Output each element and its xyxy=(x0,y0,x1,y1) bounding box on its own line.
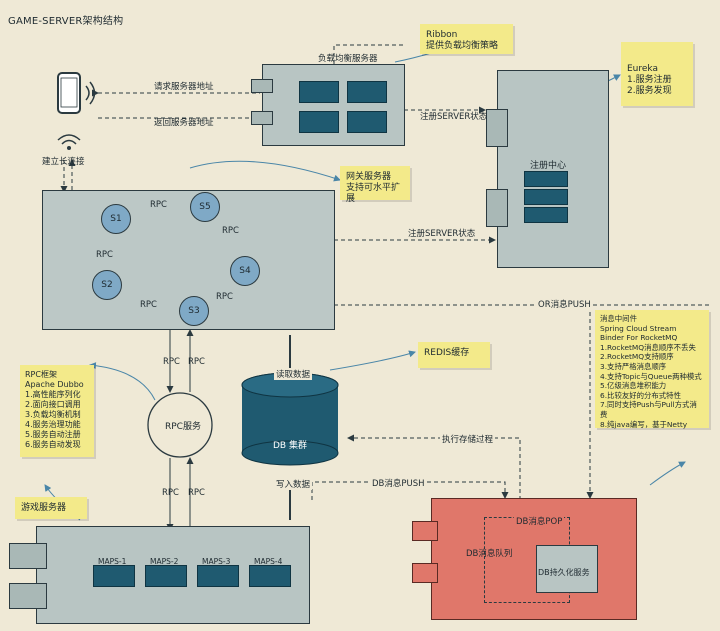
note-line: 消息中间件 xyxy=(600,314,637,323)
db-cluster-label: DB 集群 xyxy=(273,441,307,451)
long-connection-label: 建立长连接 xyxy=(42,157,85,167)
request-server-label: 请求服务器地址 xyxy=(154,82,214,92)
lb-server-label: 负载均衡服务器 xyxy=(318,54,378,64)
note-line: 提供负载均衡策略 xyxy=(426,41,499,51)
server-icon xyxy=(524,189,568,205)
db-persistence-panel xyxy=(412,498,637,620)
note-line: 1.高性能序列化 xyxy=(25,390,81,399)
note-line: 2.RocketMQ支持顺序 xyxy=(600,352,674,362)
note-line: 2.面向接口调用 xyxy=(25,400,81,409)
maps-label: MAPS-4 xyxy=(254,557,283,566)
redis-note: REDIS缓存 xyxy=(418,342,490,368)
register-center-label: 注册中心 xyxy=(530,161,567,171)
server-icon xyxy=(145,565,187,587)
server-icon xyxy=(299,81,339,103)
envelope-icon xyxy=(455,545,520,600)
note-line: 6.服务自动发现 xyxy=(25,440,81,449)
note-line: RPC框架 xyxy=(25,370,57,379)
note-line: 1.服务注册 xyxy=(627,75,672,85)
note-line: Eureka xyxy=(627,64,658,74)
rpc-label: RPC xyxy=(163,357,180,367)
rpc-label: RPC xyxy=(140,300,157,310)
server-icon xyxy=(524,207,568,223)
db-push-label: DB消息PUSH xyxy=(370,477,427,489)
rpc-label: RPC xyxy=(222,226,239,236)
db-pop-label: DB消息POP xyxy=(514,515,565,527)
note-line: 8.纯java编写，基于Netty xyxy=(600,419,688,429)
note-line: 5.服务自动注册 xyxy=(25,430,81,439)
server-node-s2: S2 xyxy=(92,270,122,300)
or-push-label: OR消息PUSH xyxy=(536,298,593,310)
server-icon xyxy=(197,565,239,587)
note-line: 网关服务器 xyxy=(346,172,392,182)
server-icon xyxy=(347,81,387,103)
mq-note: 消息中间件 Spring Cloud Stream Binder For Roc… xyxy=(595,310,709,429)
note-line: 5.亿级消息堆积能力 xyxy=(600,381,667,391)
server-icon xyxy=(299,111,339,133)
server-node-s3: S3 xyxy=(179,296,209,326)
eureka-note: Eureka 1.服务注册 2.服务发现 xyxy=(621,42,693,106)
note-line: Apache Dubbo xyxy=(25,380,84,389)
rpc-framework-note: RPC框架 Apache Dubbo 1.高性能序列化 2.面向接口调用 3.负… xyxy=(20,365,94,457)
note-line: 7.同时支持Push与Pull方式消费 xyxy=(600,400,697,419)
maps-label: MAPS-3 xyxy=(202,557,231,566)
rpc-label: RPC xyxy=(188,357,205,367)
load-balancer-panel xyxy=(251,64,405,146)
maps-cluster-panel xyxy=(9,526,310,624)
server-icon xyxy=(347,111,387,133)
note-line: Spring Cloud Stream xyxy=(600,323,677,333)
database-icon xyxy=(242,373,338,465)
rpc-label: RPC xyxy=(150,200,167,210)
rpc-service-label: RPC服务 xyxy=(165,422,201,432)
rpc-label: RPC xyxy=(216,292,233,302)
game-server-note: 游戏服务器 xyxy=(15,497,87,519)
server-node-s4: S4 xyxy=(230,256,260,286)
diagram-title: GAME-SERVER架构结构 xyxy=(8,16,124,27)
read-data-label: 读取数据 xyxy=(274,368,313,380)
note-line: Ribbon xyxy=(426,30,458,40)
note-line: 4.服务治理功能 xyxy=(25,420,81,429)
db-persist-label: DB持久化服务 xyxy=(538,568,590,577)
note-line: 3.负载均衡机制 xyxy=(25,410,81,419)
note-line: 1.RocketMQ消息顺序不丢失 xyxy=(600,342,696,352)
note-line: 4.支持Topic与Queue两种模式 xyxy=(600,371,702,381)
rpc-label: RPC xyxy=(162,488,179,498)
rpc-label: RPC xyxy=(96,250,113,260)
server-node-s1: S1 xyxy=(101,204,131,234)
note-line: 2.服务发现 xyxy=(627,86,672,96)
note-line: Binder For RocketMQ xyxy=(600,333,678,343)
note-line: 支持可水平扩展 xyxy=(346,183,401,204)
db-queue-label: DB消息队列 xyxy=(466,549,513,559)
write-data-label: 写入数据 xyxy=(274,478,313,490)
mobile-phone-icon xyxy=(58,73,80,113)
wifi-icon xyxy=(58,128,80,150)
server-node-s5: S5 xyxy=(190,192,220,222)
note-line: 3.支持严格消息顺序 xyxy=(600,361,667,371)
register-status-label-1: 注册SERVER状态 xyxy=(420,112,488,122)
register-center-panel xyxy=(486,70,609,268)
server-icon xyxy=(93,565,135,587)
maps-label: MAPS-2 xyxy=(150,557,179,566)
maps-label: MAPS-1 xyxy=(98,557,127,566)
note-line: 6.比较友好的分布式特性 xyxy=(600,390,681,400)
rpc-label: RPC xyxy=(188,488,205,498)
server-icon xyxy=(524,171,568,187)
register-status-label-2: 注册SERVER状态 xyxy=(408,229,476,239)
server-icon xyxy=(249,565,291,587)
gateway-note: 网关服务器 支持可水平扩展 xyxy=(340,166,410,204)
ribbon-note: Ribbon 提供负载均衡策略 xyxy=(420,24,513,54)
exec-sql-label: 执行存储过程 xyxy=(440,433,496,445)
return-server-label: 返回服务器地址 xyxy=(154,118,214,128)
